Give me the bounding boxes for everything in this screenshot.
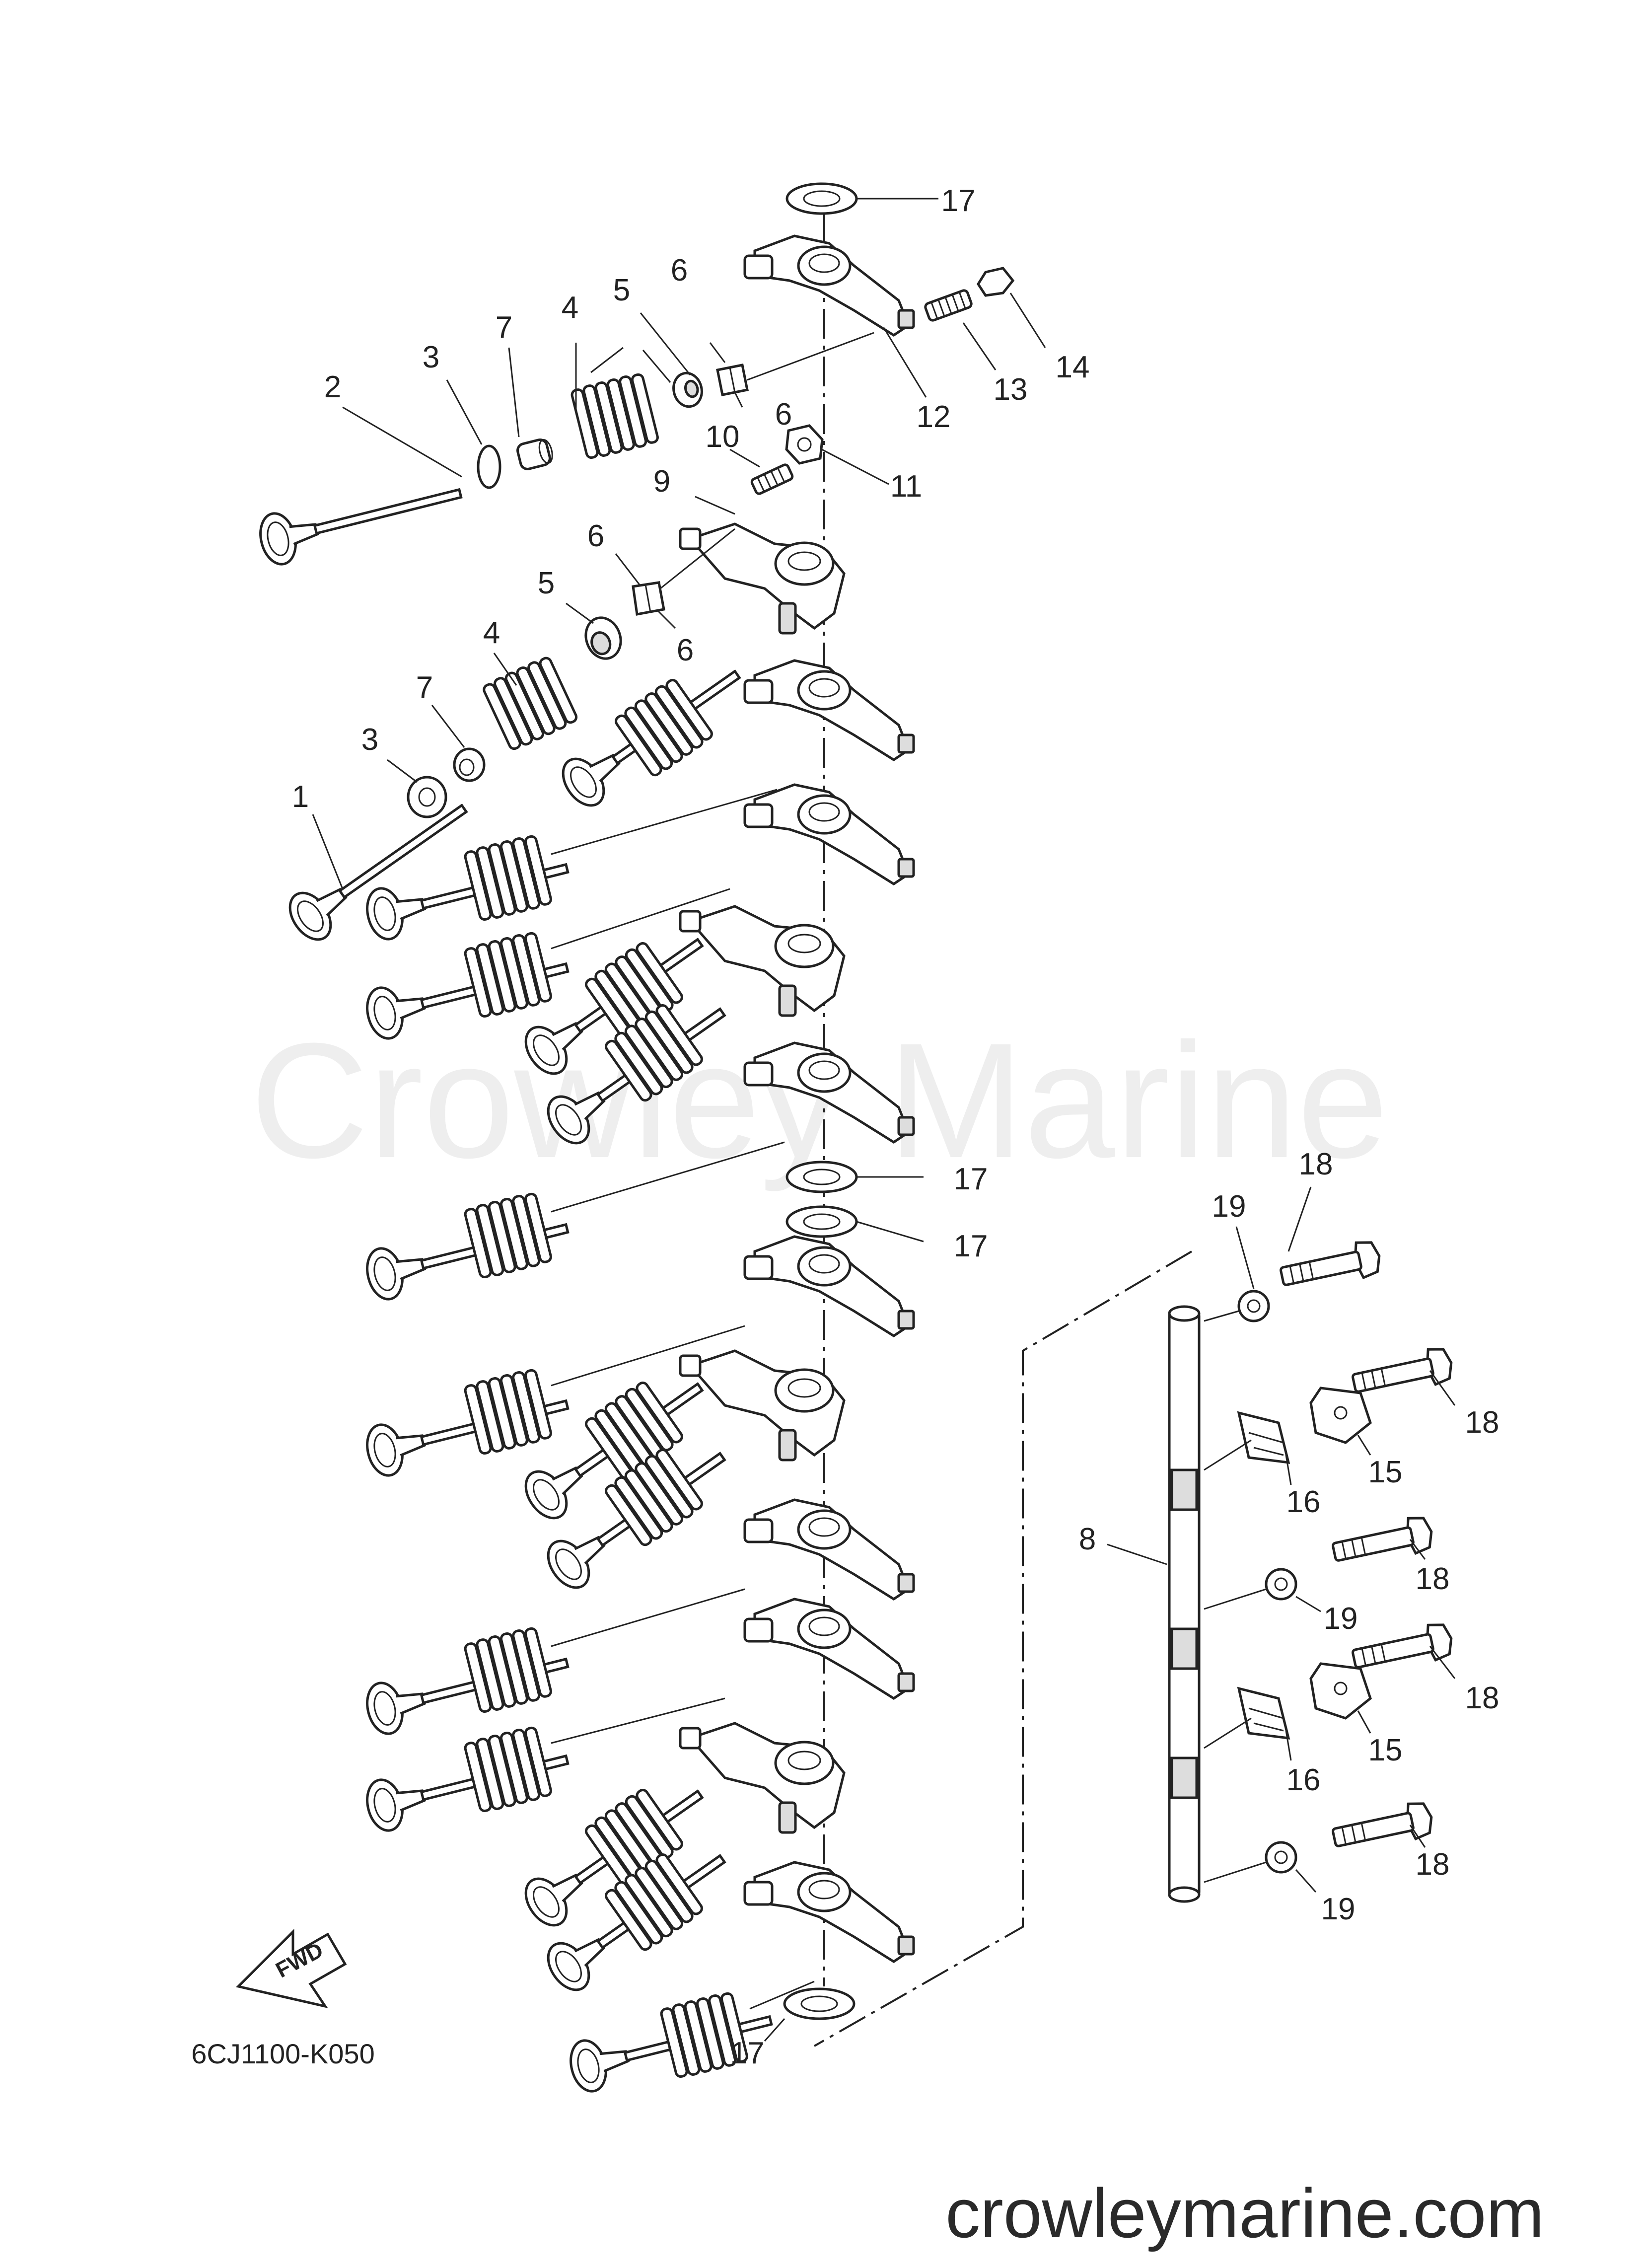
valve-seal-top (516, 438, 553, 471)
valve-assembly-k-spring (464, 1726, 552, 1813)
shaft-bolt-18-b (1351, 1345, 1455, 1401)
callout-16-a: 16 (1286, 1485, 1321, 1519)
shaft-bolt-18-a (1279, 1239, 1383, 1294)
forward-arrow: FWD (236, 1928, 347, 2008)
valve-assembly-a-spring (613, 677, 714, 778)
callout-7-a: 7 (496, 310, 512, 345)
callout-5-a: 5 (613, 273, 630, 307)
callout-15-b: 15 (1368, 1733, 1403, 1767)
rocker-arm-10 (745, 1599, 914, 1698)
valve-spring-mid (482, 656, 578, 751)
lock-plate-15-b (1311, 1664, 1370, 1718)
rocker-arm-5 (680, 906, 844, 1016)
callout-4-a: 4 (562, 291, 578, 325)
rocker-arm-2 (680, 524, 844, 633)
callout-6-d: 6 (677, 633, 694, 667)
callout-6-b: 6 (775, 397, 792, 432)
valve-assembly-b-spring (464, 834, 552, 921)
callout-17-bottom: 17 (730, 2036, 765, 2070)
callout-18-c: 18 (1416, 1562, 1450, 1596)
rocker-arm-12 (745, 1862, 914, 1962)
rocker-arm-3 (745, 660, 914, 760)
exhaust-valve-exploded (255, 468, 466, 568)
diagram-code: 6CJ1100-K050 (191, 2038, 374, 2069)
shaft-washer-19-bottom (1266, 1842, 1296, 1872)
callout-13: 13 (994, 372, 1028, 407)
callout-14: 14 (1056, 350, 1090, 384)
callout-16-b: 16 (1286, 1763, 1321, 1797)
shaft-bolt-18-d (1351, 1621, 1455, 1677)
spring-retainer-mid (584, 616, 622, 660)
callout-1: 1 (292, 780, 309, 814)
valve-assembly-g-spring (464, 1368, 552, 1455)
callout-12: 12 (917, 400, 951, 434)
shaft-clip-16-b (1239, 1688, 1288, 1738)
shaft-washer-19-top (1239, 1291, 1269, 1321)
callout-18-d: 18 (1465, 1681, 1499, 1715)
callout-3-a: 3 (423, 340, 439, 374)
valve-assembly-j-spring (464, 1626, 552, 1713)
callout-18-a: 18 (1299, 1147, 1333, 1181)
valve-spring-top (571, 372, 659, 459)
thrust-washer-mid-1 (787, 1162, 857, 1192)
callout-8: 8 (1079, 1522, 1096, 1556)
callout-17-mid-1: 17 (954, 1162, 988, 1196)
adjusting-screw-10 (750, 463, 794, 495)
callout-2: 2 (324, 370, 341, 404)
valve-cotter-top (716, 364, 749, 396)
rocker-arm-9 (745, 1500, 914, 1599)
rocker-shaft (1168, 1305, 1201, 1903)
callout-6-c: 6 (587, 519, 604, 553)
callout-6-a: 6 (671, 253, 688, 288)
rocker-arm-4 (745, 785, 914, 884)
adjusting-screw-13 (924, 289, 973, 322)
callout-19-top: 19 (1212, 1189, 1246, 1224)
rocker-arm-8 (680, 1351, 844, 1460)
callout-9: 9 (653, 464, 670, 499)
callout-17-top: 17 (941, 184, 976, 218)
rocker-arm-7 (745, 1237, 914, 1336)
callout-19-bottom: 19 (1321, 1892, 1356, 1926)
rocker-arm-1 (745, 236, 914, 335)
rocker-arm-11 (680, 1723, 844, 1832)
callout-5-b: 5 (538, 566, 555, 600)
spring-seat-mid (407, 776, 447, 818)
thrust-washer-bottom (785, 1989, 854, 2019)
callout-3-b: 3 (361, 723, 378, 757)
spring-retainer-top (672, 371, 703, 408)
callout-15-a: 15 (1368, 1455, 1403, 1489)
callout-7-b: 7 (416, 670, 433, 705)
lock-nut-14 (977, 267, 1015, 297)
callout-labels: 17 6 5 4 7 3 2 6 10 11 12 13 14 9 6 6 5 … (292, 184, 1499, 2070)
thrust-washer-top (787, 184, 857, 214)
shaft-bracket-outline (814, 1250, 1193, 2047)
valve-cotter-mid (632, 581, 665, 616)
callout-4-b: 4 (483, 616, 500, 650)
shaft-washer-19-mid (1266, 1569, 1296, 1599)
leader-lines (312, 198, 1456, 2042)
callout-10: 10 (706, 420, 740, 454)
valve-assembly-c-spring (464, 931, 552, 1018)
callout-18-b: 18 (1465, 1405, 1499, 1440)
valve-assembly-f-spring (464, 1192, 552, 1279)
lock-nut-11 (785, 424, 824, 465)
lock-plate-15-a (1311, 1388, 1370, 1443)
callout-19-mid: 19 (1324, 1602, 1358, 1636)
callout-11: 11 (890, 469, 922, 504)
shaft-clip-16-a (1239, 1413, 1288, 1463)
callout-17-mid-2: 17 (954, 1229, 988, 1263)
thrust-washer-mid-2 (787, 1207, 857, 1237)
spring-seat-top (477, 444, 501, 489)
website-url: crowleymarine.com (945, 2174, 1544, 2252)
valve-seal-mid (453, 747, 486, 782)
callout-18-e: 18 (1416, 1847, 1450, 1882)
